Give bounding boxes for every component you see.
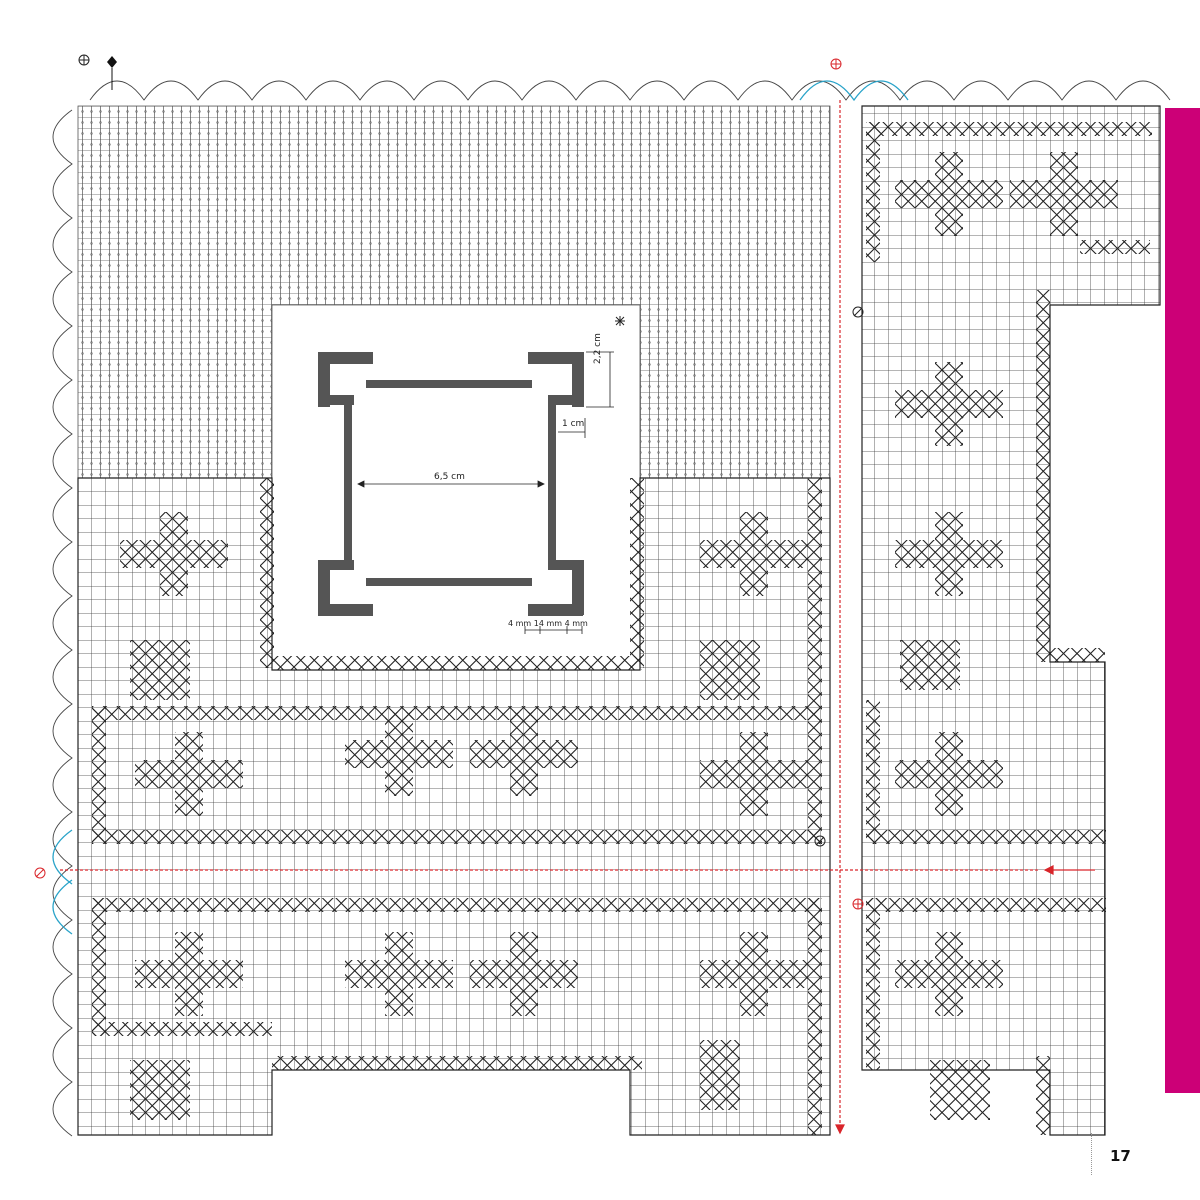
asterisk-icon: [615, 316, 625, 326]
width-dimension-label: 1 cm: [562, 419, 585, 429]
height-dimension-label: 2,2 cm: [593, 333, 603, 364]
end-marker-icon: [34, 867, 46, 879]
page-number-divider: [1091, 1133, 1092, 1175]
filled-motif-blocks: [92, 122, 1152, 1135]
red-guide-lines: [60, 100, 1095, 1135]
scallop-edging: [52, 80, 1171, 1137]
magenta-side-tab: [1165, 108, 1200, 1093]
segment-dimension-label: 4 mm 14 mm 4 mm: [508, 619, 588, 628]
start-marker-icon: [78, 54, 90, 66]
highlighted-scallops: [52, 80, 909, 935]
span-dimension-label: 6,5 cm: [434, 472, 465, 482]
end-marker-icon: [814, 306, 864, 847]
page-number: 17: [1110, 1147, 1131, 1165]
start-marker-icon: [830, 58, 864, 910]
direction-arrow-icon: [107, 56, 117, 90]
frame-inset-diagram: [318, 351, 614, 634]
upper-stitch-band: [77, 105, 831, 479]
